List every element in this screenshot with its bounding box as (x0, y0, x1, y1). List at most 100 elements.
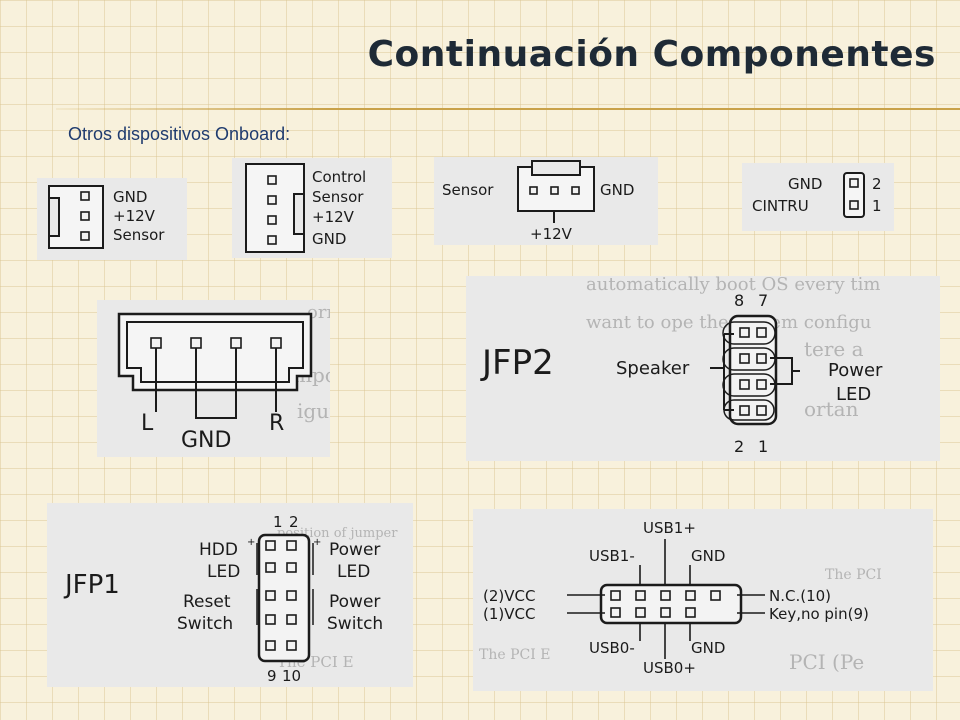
usb-right-leaders (737, 594, 765, 614)
jfp1-label-power-led-1: Power (329, 540, 380, 560)
fan-4pin-pin-2 (267, 195, 277, 205)
audio-pin-2 (190, 337, 202, 349)
fan-4pin-pin-4 (267, 235, 277, 245)
fan-4pin-diagram: Control Sensor +12V GND (245, 163, 366, 253)
fan-4pin-panel: Control Sensor +12V GND (232, 158, 392, 258)
fan-3pin-label-gnd: GND (113, 188, 147, 206)
jfp2-label-led: LED (836, 384, 871, 405)
fan-3pin-panel: GND +12V Sensor (37, 178, 187, 260)
jfp2-bg-text-3: tere a (804, 337, 864, 361)
jfp2-diagram: automatically boot OS every tim want to … (480, 276, 883, 456)
jfp1-plus-hdd: + (247, 537, 255, 548)
jfp1-pin2-label: 2 (289, 513, 299, 531)
usb-pin-1 (610, 607, 621, 618)
jfp1-pin10-label: 10 (282, 667, 301, 685)
jfp2-pin1-label: 1 (758, 437, 768, 456)
jfp2-label-power: Power (828, 360, 883, 381)
usb-pin-7 (685, 607, 696, 618)
fan-3pin-pin-3 (80, 231, 90, 241)
usb-header-panel: The PCI PCI (Pe The PCI E USB1+ USB1- GN… (473, 509, 933, 691)
jfp1-pin-4 (286, 562, 297, 573)
jfp1-plus-power: + (313, 537, 321, 548)
jfp1-pin-7 (265, 614, 276, 625)
usb-pin-3 (635, 607, 646, 618)
cintru-label-gnd: GND (788, 175, 822, 193)
cintru-label-pin1: 1 (872, 197, 882, 215)
slide-subtitle: Otros dispositivos Onboard: (68, 124, 291, 144)
jfp2-pin-4 (739, 379, 750, 390)
usb-bg-text-1: The PCI (825, 567, 882, 583)
audio-bg-text-1: ornacically boot OS every (307, 302, 330, 323)
fan-3pin-pin-1 (80, 191, 90, 201)
fan-horizontal-key (531, 160, 581, 176)
jfp1-pin-10 (286, 640, 297, 651)
usb-label-usb1p: USB1+ (643, 519, 696, 537)
usb-header-diagram: The PCI PCI (Pe The PCI E USB1+ USB1- GN… (479, 519, 882, 677)
cintru-diagram: GND CINTRU 2 1 (752, 172, 882, 218)
jfp1-pin-5 (265, 590, 276, 601)
fan-3pin-label-12v: +12V (113, 207, 156, 225)
usb-pin-2 (610, 590, 621, 601)
fan-horizontal-panel: Sensor GND +12V (434, 157, 658, 245)
fan-4pin-pin-1 (267, 175, 277, 185)
usb-vcc-leaders (567, 594, 605, 614)
audio-gnd-leader (195, 348, 237, 419)
jfp1-pin9-label: 9 (267, 667, 277, 685)
usb-pin-5 (660, 607, 671, 618)
jfp2-loop-4 (723, 399, 775, 421)
title-divider (56, 108, 960, 110)
jfp2-pin-3 (756, 379, 767, 390)
fan-horizontal-pin-3 (571, 186, 580, 195)
usb-label-vcc1: (1)VCC (483, 605, 535, 623)
jfp2-pin-1 (756, 405, 767, 416)
cintru-pin-1 (849, 200, 859, 210)
fan-3pin-pin-2 (80, 211, 90, 221)
jfp2-pin-6 (739, 353, 750, 364)
usb-label-gnd-top: GND (691, 547, 725, 565)
jfp1-pin-2 (286, 540, 297, 551)
usb-bg-text-2: PCI (Pe (789, 650, 864, 674)
fan-horizontal-diagram: Sensor GND +12V (442, 160, 634, 243)
usb-bg-text-3: The PCI E (479, 647, 550, 663)
jfp1-label-power-switch-2: Switch (327, 614, 383, 634)
jfp2-label-speaker: Speaker (616, 358, 690, 379)
usb-pin-10 (710, 590, 721, 601)
jfp2-pin7-label: 7 (758, 291, 768, 310)
fan-horizontal-label-gnd: GND (600, 181, 634, 199)
usb-pin-4 (635, 590, 646, 601)
usb-label-key: Key,no pin(9) (769, 605, 869, 623)
fan-4pin-key (293, 193, 305, 235)
fan-4pin-label-control: Control (312, 168, 366, 186)
jfp2-pin-8 (739, 327, 750, 338)
usb-top-leaders (639, 539, 691, 585)
jfp2-pin-7 (756, 327, 767, 338)
jfp1-label-reset: Reset (183, 592, 231, 612)
cintru-pin-2 (849, 178, 859, 188)
jfp1-label-power-led-2: LED (337, 562, 370, 582)
jfp2-panel: automatically boot OS every tim want to … (466, 276, 940, 461)
jfp1-label-hdd-led: LED (207, 562, 240, 582)
cintru-panel: GND CINTRU 2 1 (742, 163, 894, 231)
jfp1-pin-8 (286, 614, 297, 625)
audio-label-left: L (141, 411, 154, 436)
audio-connector-diagram: ornacically boot OS every mporta igure L… (117, 302, 330, 453)
fan-4pin-label-sensor: Sensor (312, 188, 364, 206)
jfp2-pin2-label: 2 (734, 437, 744, 456)
audio-pin-4 (270, 337, 282, 349)
jfp2-pin-2 (739, 405, 750, 416)
fan-horizontal-pin-2 (550, 186, 559, 195)
usb-bottom-leaders (639, 623, 691, 659)
cintru-label-pin2: 2 (872, 175, 882, 193)
jfp1-diagram: position of jumper The PCI E JFP1 1 2 9 … (63, 513, 398, 685)
jfp1-label-power-switch-1: Power (329, 592, 380, 612)
jfp2-title: JFP2 (480, 343, 554, 383)
jfp2-bg-text-4: ortan (804, 397, 859, 421)
fan-3pin-diagram: GND +12V Sensor (48, 185, 165, 249)
jfp1-pin-1 (265, 540, 276, 551)
jfp1-pin-3 (265, 562, 276, 573)
fan-horizontal-label-sensor: Sensor (442, 181, 494, 199)
fan-3pin-label-sensor: Sensor (113, 226, 165, 244)
usb-label-usb0m: USB0- (589, 639, 635, 657)
fan-4pin-pin-3 (267, 215, 277, 225)
fan-4pin-label-gnd: GND (312, 230, 346, 248)
